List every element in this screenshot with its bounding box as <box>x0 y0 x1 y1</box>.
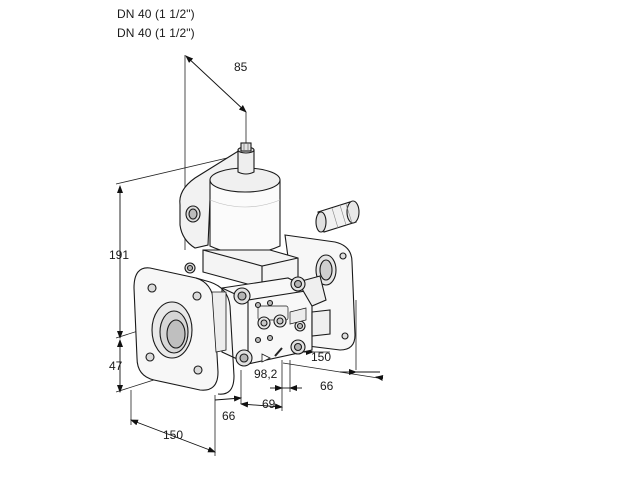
front-flange <box>133 267 235 395</box>
cable-gland <box>315 200 360 233</box>
solenoid-coil <box>209 142 281 255</box>
title-line-2: DN 40 (1 1/2") <box>117 26 195 40</box>
dim-98-2: 98,2 <box>254 367 278 381</box>
dim-69: 69 <box>262 397 276 411</box>
dim-150-right: 150 <box>311 350 331 364</box>
title-line-1: DN 40 (1 1/2") <box>117 7 195 21</box>
dim-47: 47 <box>109 359 123 373</box>
dim-66-mid: 66 <box>222 409 236 423</box>
body-bolts <box>184 262 306 367</box>
dim-191: 191 <box>109 248 129 262</box>
dim-66-right: 66 <box>320 379 334 393</box>
dim-150-bottom: 150 <box>163 428 183 442</box>
valve-assembly <box>133 142 360 395</box>
dimension-lines <box>117 55 384 453</box>
dim-85: 85 <box>234 60 248 74</box>
